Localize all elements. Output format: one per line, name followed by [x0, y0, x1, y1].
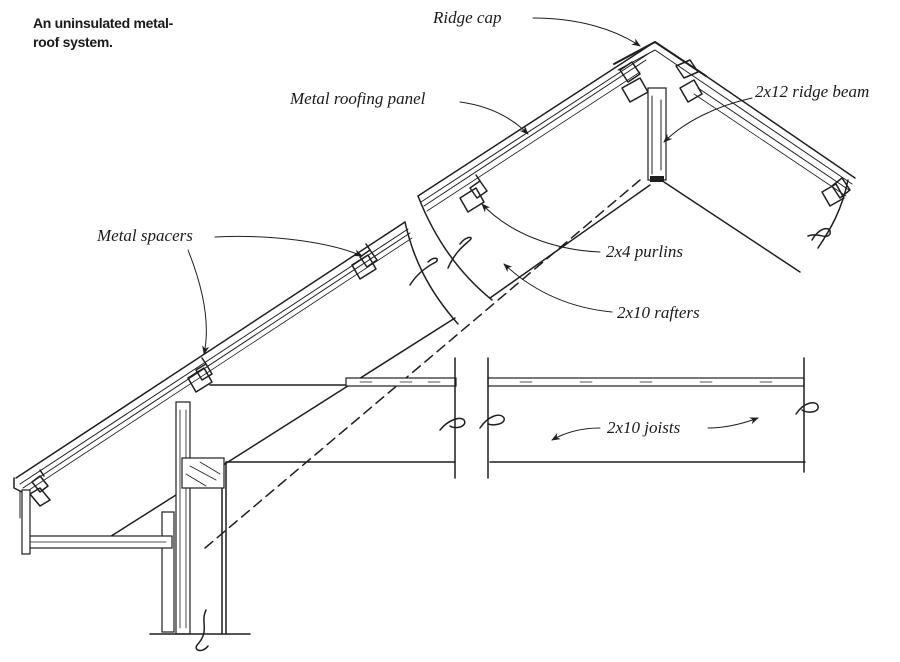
- break-mark-slope: [404, 195, 493, 325]
- label-joists: 2x10 joists: [607, 418, 681, 437]
- leader-metal-spacers-upper: [214, 235, 363, 257]
- leader-ridge-cap: [532, 17, 641, 47]
- purlin-spacer-2: [187, 357, 213, 393]
- label-purlins: 2x4 purlins: [606, 242, 683, 261]
- purlin-spacer-4: [459, 174, 488, 213]
- purlin-spacer-1: [29, 469, 51, 507]
- joist-bottom: [225, 357, 806, 479]
- title-line-1: An uninsulated metal-: [33, 15, 173, 31]
- leader-purlins: [481, 203, 601, 253]
- break-mark-joists: [439, 401, 819, 431]
- rafter-right: [663, 179, 849, 273]
- label-metal-spacers: Metal spacers: [96, 226, 193, 245]
- ridge-beam: [647, 87, 667, 182]
- roof-metal-panel-right: [693, 75, 856, 197]
- joist-top-left: [209, 377, 457, 387]
- rafter-left: [104, 179, 651, 549]
- top-plate: [181, 457, 225, 489]
- wall-studs: [161, 401, 227, 635]
- leader-metal-roofing-panel: [459, 101, 529, 135]
- label-metal-roofing-panel: Metal roofing panel: [289, 89, 426, 108]
- label-ridge-beam: 2x12 ridge beam: [755, 82, 869, 101]
- break-mark-wall: [149, 609, 251, 652]
- roof-metal-panel-left: [13, 221, 413, 519]
- arrow-joists-left: [551, 427, 601, 441]
- label-ridge-cap: Ridge cap: [432, 8, 501, 27]
- label-rafters: 2x10 rafters: [617, 303, 700, 322]
- leader-ridge-beam: [663, 97, 753, 143]
- leader-rafters: [503, 263, 613, 313]
- arrow-joists-right: [707, 417, 759, 429]
- purlin-spacer-right: [821, 177, 851, 207]
- eave-soffit: [21, 489, 173, 555]
- title-line-2: roof system.: [33, 34, 113, 50]
- diagram-title: An uninsulated metal- roof system.: [33, 14, 223, 52]
- roof-metal-panel-upper: [417, 44, 651, 212]
- joist-top-right: [487, 377, 805, 387]
- purlin-spacer-3: [351, 243, 378, 280]
- leader-metal-spacers-lower: [187, 249, 210, 355]
